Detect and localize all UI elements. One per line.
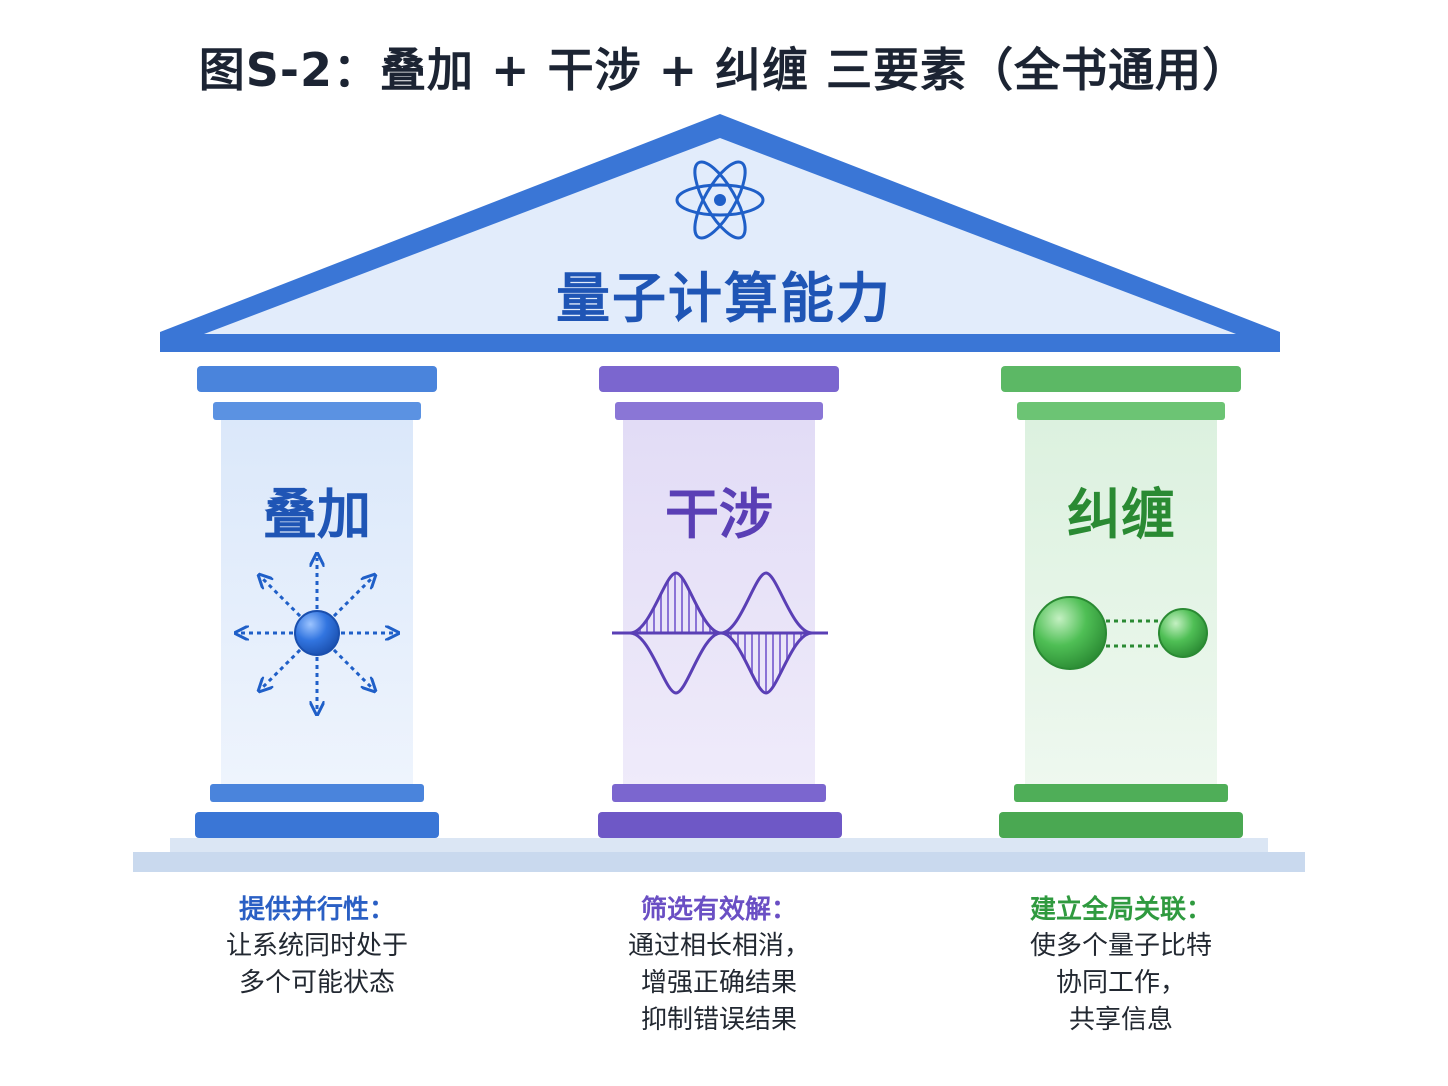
pillar-title-interference: 干涉 [665,483,773,546]
pillar-title-entanglement: 纠缠 [1067,483,1175,546]
description-entanglement: 建立全局关联： 使多个量子比特 协同工作， 共享信息 [941,892,1301,1039]
description-interference: 筛选有效解： 通过相长相消， 增强正确结果 抑制错误结果 [539,892,899,1039]
description-line: 增强正确结果 [640,968,797,998]
description-heading: 筛选有效解： [640,895,797,925]
description-line: 协同工作， [1055,968,1186,998]
description-line: 共享信息 [1068,1005,1173,1035]
superposition-arrows-icon [240,558,394,710]
description-heading: 提供并行性： [238,895,395,925]
description-line: 让系统同时处于 [225,931,408,961]
base-step-top [170,838,1268,852]
entangled-spheres-icon [1033,596,1208,670]
pillar-title-superposition: 叠加 [263,483,371,546]
description-line: 多个可能状态 [238,968,395,998]
base-step-bottom [133,852,1305,872]
figure-title: 图S-2：叠加 + 干涉 + 纠缠 三要素（全书通用） [198,43,1250,97]
description-line: 抑制错误结果 [640,1005,797,1035]
atom-icon [675,160,765,240]
pillar-entanglement [999,366,1243,838]
roof-label: 量子计算能力 [556,267,892,330]
description-superposition: 提供并行性： 让系统同时处于 多个可能状态 [137,892,497,1002]
pillar-interference [598,366,842,838]
description-line: 使多个量子比特 [1029,931,1212,961]
description-heading: 建立全局关联： [1029,895,1212,925]
roof [160,114,1280,352]
description-line: 通过相长相消， [627,931,810,961]
pillar-superposition [195,366,439,838]
